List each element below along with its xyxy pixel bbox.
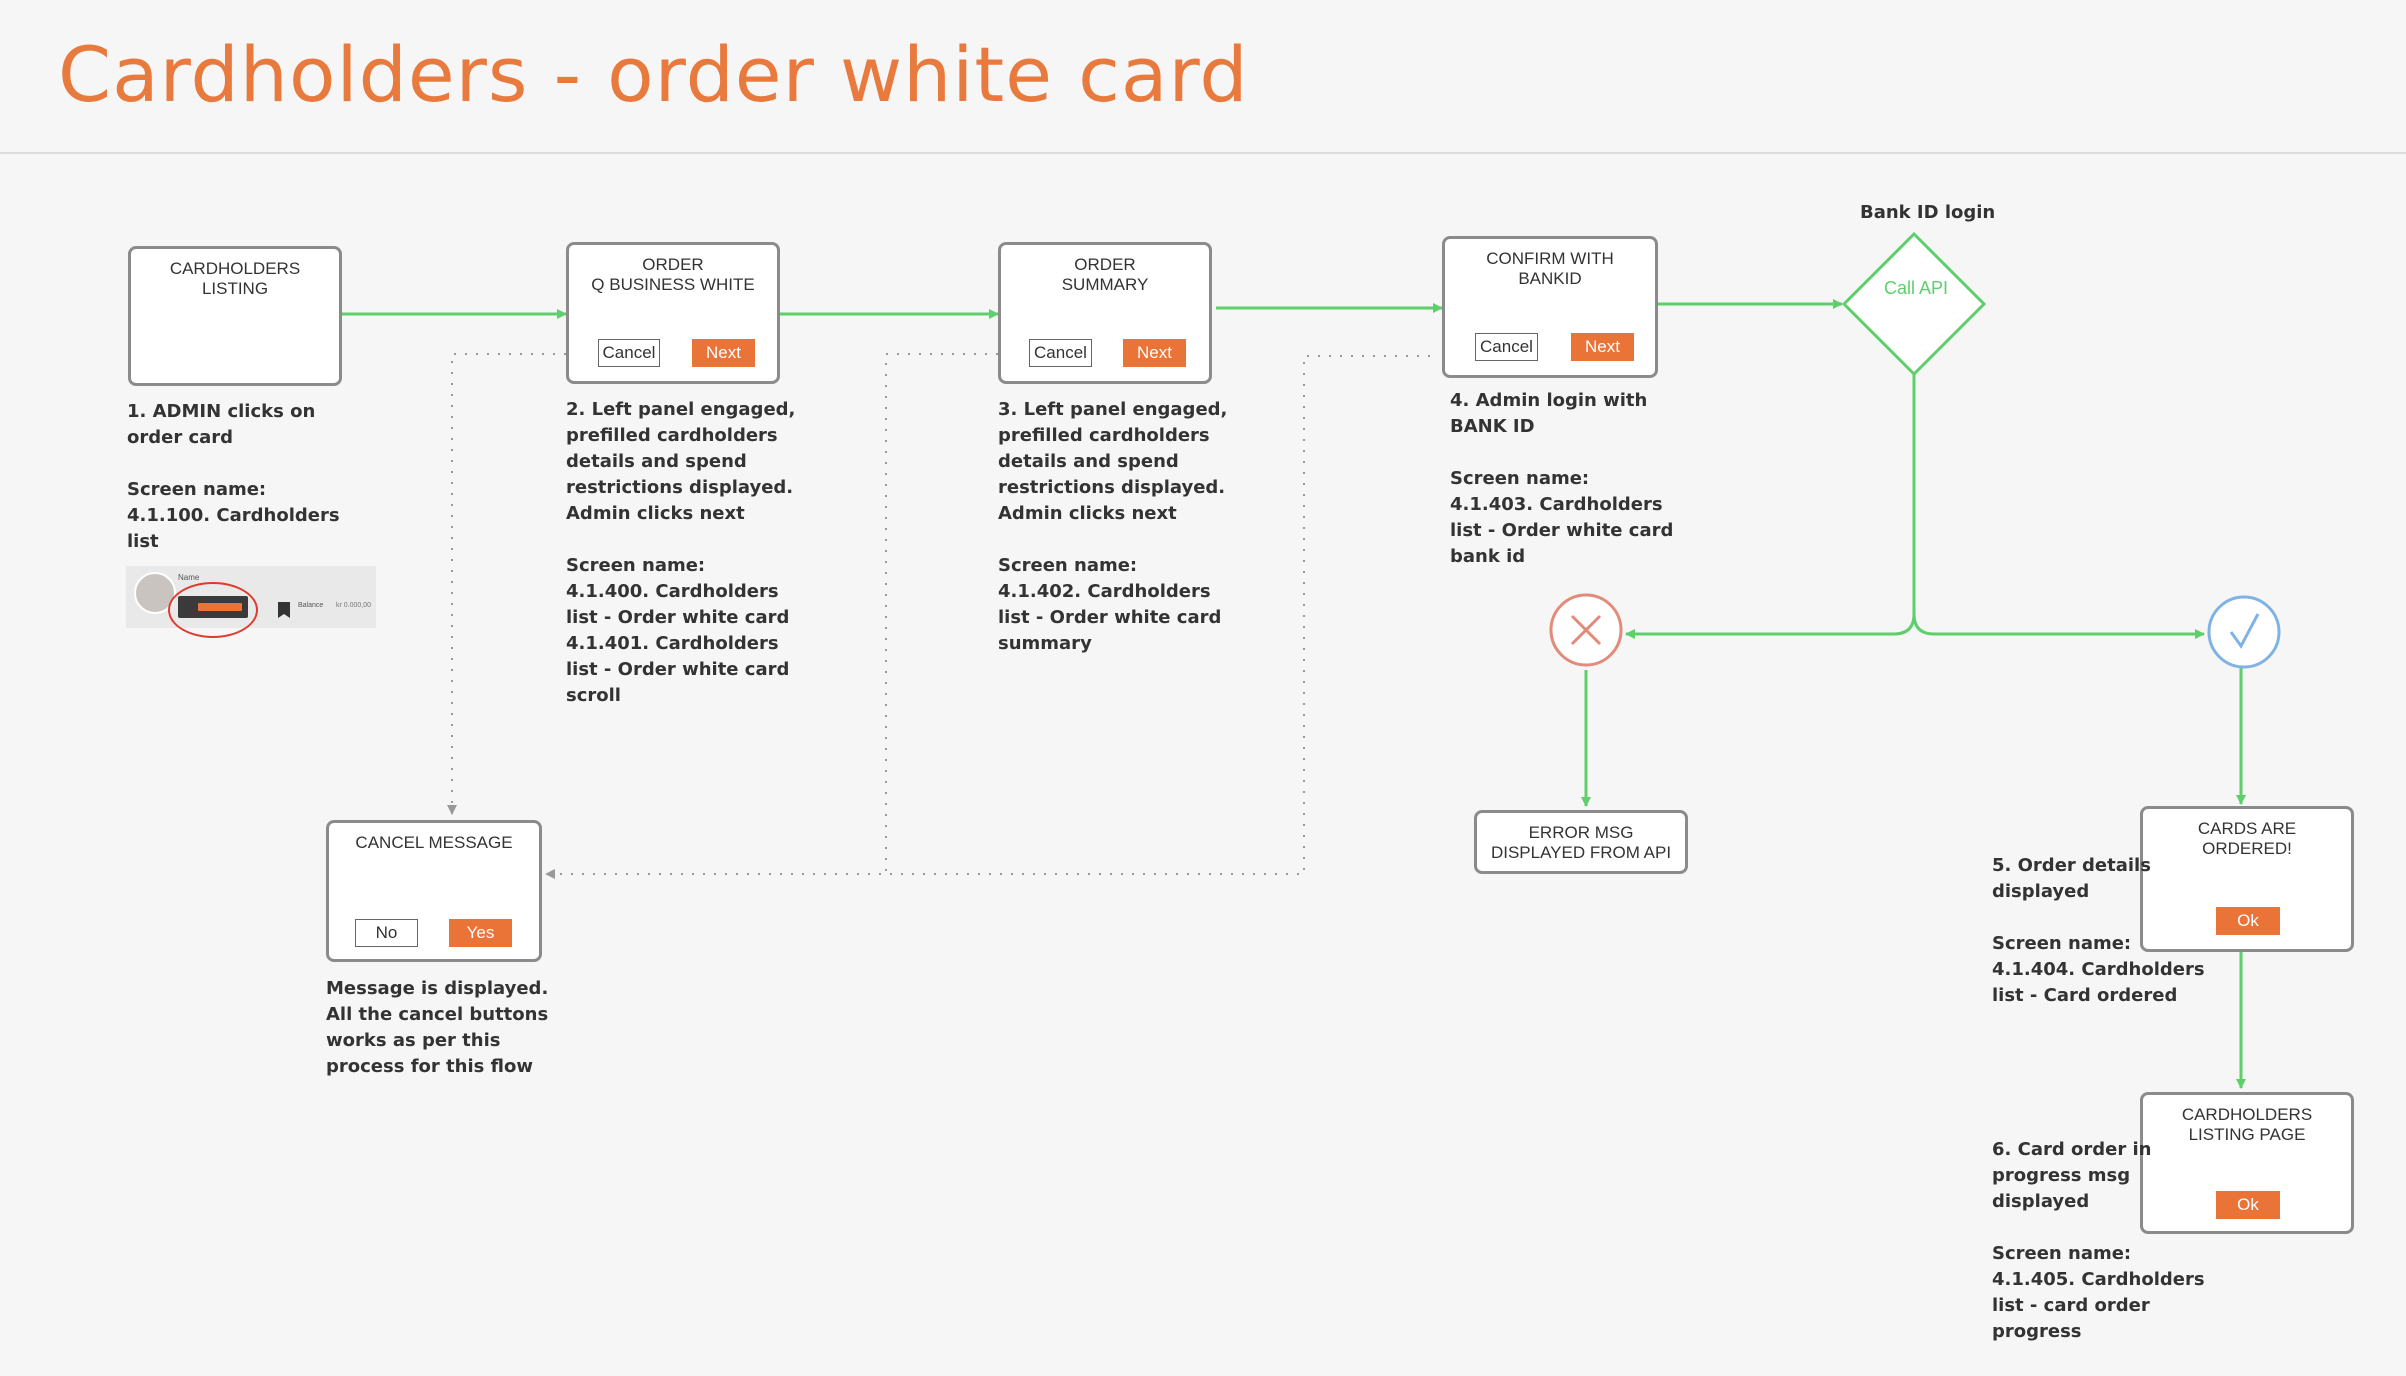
cardholders-listing-page-box: CARDHOLDERS LISTING PAGE Ok (2140, 1092, 2354, 1234)
ok-button[interactable]: Ok (2216, 907, 2280, 935)
box-title: ERROR MSG DISPLAYED FROM API (1490, 823, 1672, 862)
step-3-note: 3. Left panel engaged, prefilled cardhol… (998, 399, 1228, 654)
thumbnail-amount: kr 0.000,00 (336, 602, 372, 609)
thumbnail-name: Name (178, 573, 200, 582)
box-title: CONFIRM WITH BANKID (1486, 249, 1614, 288)
order-business-white-box: ORDER Q BUSINESS WHITE Cancel Next (566, 242, 780, 384)
decision-diamond (1841, 231, 1987, 377)
ok-button[interactable]: Ok (2216, 1191, 2280, 1219)
box-title: ORDER Q BUSINESS WHITE (591, 255, 755, 294)
step-1-note: 1. ADMIN clicks on order card Screen nam… (127, 401, 340, 552)
bookmark-icon (278, 602, 290, 618)
yes-button[interactable]: Yes (449, 919, 512, 947)
step-5-note: 5. Order details displayed Screen name: … (1992, 855, 2205, 1006)
confirm-bankid-box: CONFIRM WITH BANKID Cancel Next (1442, 236, 1658, 378)
cancel-note: Message is displayed. All the cancel but… (326, 978, 549, 1077)
avatar (134, 572, 176, 614)
box-title: CANCEL MESSAGE (355, 833, 513, 852)
box-title: CARDHOLDERS LISTING PAGE (2181, 1105, 2313, 1144)
next-button[interactable]: Next (692, 339, 755, 367)
cancel-button[interactable]: Cancel (1029, 339, 1092, 367)
decision-label: Bank ID login (1860, 202, 1996, 223)
close-icon (1570, 614, 1602, 646)
highlight-circle (168, 582, 258, 638)
error-message-box: ERROR MSG DISPLAYED FROM API (1474, 810, 1688, 874)
title-divider (0, 152, 2406, 154)
box-title: CARDS ARE ORDERED! (2197, 819, 2297, 858)
step-2-note: 2. Left panel engaged, prefilled cardhol… (566, 399, 796, 706)
cancel-message-box: CANCEL MESSAGE No Yes (326, 820, 542, 962)
cardholders-listing-box: CARDHOLDERS LISTING (128, 246, 342, 386)
next-button[interactable]: Next (1123, 339, 1186, 367)
cancel-flow-arrows (447, 353, 1430, 879)
decision-text: Call API (1883, 278, 1949, 298)
success-circle (2207, 595, 2281, 669)
next-button[interactable]: Next (1571, 333, 1634, 361)
screen-thumbnail: Name Balance kr 0.000,00 (126, 566, 376, 638)
page-title: Cardholders - order white card (58, 30, 1249, 119)
box-title: ORDER SUMMARY (1061, 255, 1149, 294)
cards-ordered-box: CARDS ARE ORDERED! Ok (2140, 806, 2354, 952)
order-summary-box: ORDER SUMMARY Cancel Next (998, 242, 1212, 384)
main-flow-arrows (342, 299, 2246, 1089)
step-6-note: 6. Card order in progress msg displayed … (1992, 1139, 2205, 1342)
check-icon (2229, 613, 2260, 649)
step-4-note: 4. Admin login with BANK ID Screen name:… (1450, 390, 1674, 567)
box-title: CARDHOLDERS LISTING (169, 259, 301, 298)
no-button[interactable]: No (355, 919, 418, 947)
cancel-button[interactable]: Cancel (598, 339, 660, 367)
thumbnail-balance: Balance (298, 602, 324, 609)
cancel-button[interactable]: Cancel (1475, 333, 1538, 361)
